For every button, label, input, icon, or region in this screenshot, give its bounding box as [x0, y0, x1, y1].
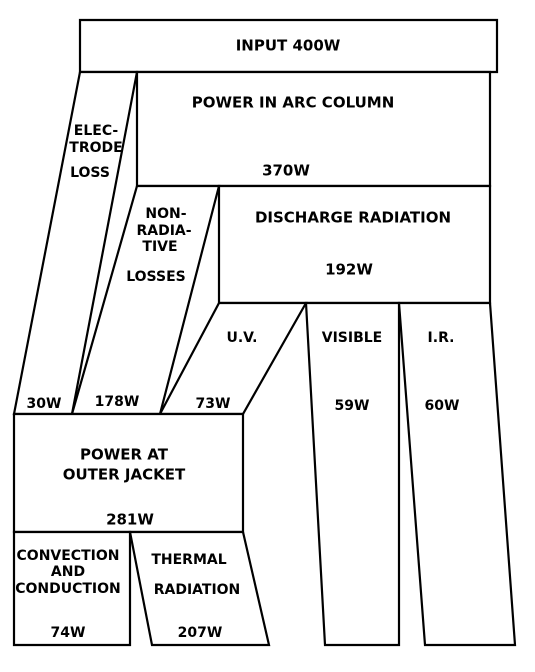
outer-jacket-value: 281W [106, 511, 154, 529]
visible-shape [304, 301, 401, 647]
electrode-loss-line3: LOSS [70, 165, 110, 181]
thermal-radiation-line1: THERMAL [151, 552, 226, 568]
electrode-loss-line2: TRODE [69, 140, 122, 156]
arc-column-box: POWER IN ARC COLUMN 370W [135, 70, 492, 188]
input-label: INPUT 400W [236, 37, 341, 55]
convection-line2: AND [51, 564, 85, 580]
ir-channel: I.R. 60W [397, 301, 517, 647]
electrode-loss-value: 30W [27, 396, 62, 412]
uv-label: U.V. [226, 330, 257, 346]
convection-value: 74W [51, 625, 86, 641]
thermal-radiation-shape [128, 530, 271, 647]
outer-jacket-box: POWER AT OUTER JACKET 281W [12, 412, 245, 534]
arc-column-value: 370W [262, 162, 310, 180]
outer-jacket-line1: POWER AT [80, 446, 169, 464]
thermal-radiation-line2: RADIATION [154, 582, 241, 598]
visible-label: VISIBLE [322, 330, 383, 346]
thermal-radiation-value: 207W [178, 625, 223, 641]
discharge-radiation-shape [217, 184, 492, 305]
ir-label: I.R. [428, 330, 455, 346]
input-shape [78, 18, 499, 74]
arc-column-label: POWER IN ARC COLUMN [192, 94, 395, 112]
visible-channel: VISIBLE 59W [304, 301, 401, 647]
arc-column-shape [135, 70, 492, 188]
discharge-radiation-value: 192W [325, 261, 373, 279]
convection-line1: CONVECTION [17, 548, 120, 564]
uv-value: 73W [196, 396, 231, 412]
convection-shape [12, 530, 132, 647]
visible-value: 59W [335, 398, 370, 414]
ir-value: 60W [425, 398, 460, 414]
discharge-radiation-box: DISCHARGE RADIATION 192W [217, 184, 492, 305]
non-radiative-line1: NON- [145, 206, 186, 222]
non-radiative-line4: LOSSES [126, 269, 186, 285]
convection-box: CONVECTION AND CONDUCTION 74W [12, 530, 132, 647]
thermal-radiation-box: THERMAL RADIATION 207W [128, 530, 271, 647]
non-radiative-line3: TIVE [142, 239, 177, 255]
input-box: INPUT 400W [78, 18, 499, 74]
non-radiative-line2: RADIA- [136, 223, 191, 239]
electrode-loss-line1: ELEC- [74, 123, 119, 139]
outer-jacket-line2: OUTER JACKET [63, 466, 186, 484]
non-radiative-value: 178W [95, 394, 140, 410]
discharge-radiation-label: DISCHARGE RADIATION [255, 209, 451, 227]
convection-line3: CONDUCTION [15, 581, 121, 597]
ir-shape [397, 301, 517, 647]
